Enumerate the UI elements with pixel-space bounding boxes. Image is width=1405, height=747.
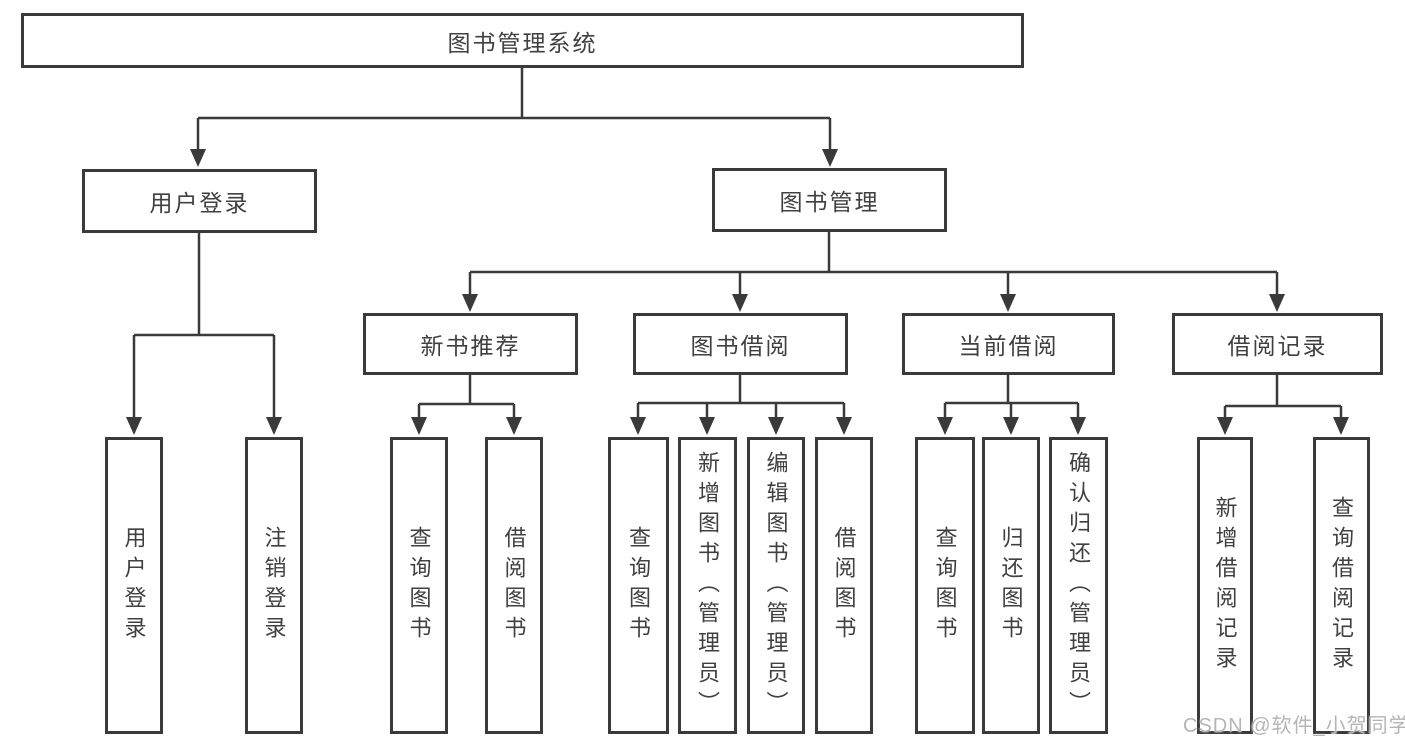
node-borrowing-records: 借阅记录: [1172, 313, 1383, 375]
node-label: 归还图书: [998, 525, 1024, 646]
leaf-return-books: 归还图书: [982, 437, 1040, 734]
node-label: 注销登录: [261, 525, 287, 646]
node-library-system: 图书管理系统: [21, 13, 1024, 68]
leaf-edit-books-admin: 编辑图书（管理员）: [747, 437, 805, 734]
arrowhead-icon: [506, 417, 522, 435]
node-label: 新书推荐: [420, 333, 521, 359]
node-label: 借阅图书: [501, 525, 527, 646]
node-label: 编辑图书（管理员）: [763, 450, 789, 721]
leaf-add-borrowing-record: 新增借阅记录: [1197, 437, 1253, 734]
node-label: 图书管理: [779, 189, 880, 215]
leaf-confirm-return-admin: 确认归还（管理员）: [1049, 437, 1108, 734]
node-label: 查询借阅记录: [1329, 495, 1355, 676]
leaf-query-books-current: 查询图书: [915, 437, 975, 734]
arrowhead-icon: [630, 417, 646, 435]
node-book-management: 图书管理: [712, 168, 947, 232]
leaf-logout: 注销登录: [245, 437, 303, 734]
arrowhead-icon: [411, 417, 427, 435]
node-label: 借阅记录: [1227, 333, 1328, 359]
arrowhead-icon: [822, 149, 838, 167]
arrowhead-icon: [1269, 294, 1285, 312]
arrowhead-icon: [1003, 417, 1019, 435]
node-label: 查询图书: [932, 525, 958, 646]
arrowhead-icon: [836, 417, 852, 435]
leaf-add-books-admin: 新增图书（管理员）: [678, 437, 737, 734]
node-user-login: 用户登录: [82, 169, 317, 233]
node-label: 新增借阅记录: [1212, 495, 1238, 676]
arrowheads: [126, 149, 1349, 435]
node-label: 用户登录: [149, 190, 250, 216]
leaf-user-login: 用户登录: [105, 437, 163, 734]
leaf-query-books-recommend: 查询图书: [390, 437, 448, 734]
node-label: 确认归还（管理员）: [1066, 450, 1092, 721]
connector-book-borrowing-to-leaves: [636, 375, 846, 419]
watermark: CSDN @软件_小贺同学: [1183, 715, 1405, 737]
arrowhead-icon: [266, 417, 282, 435]
arrowhead-icon: [768, 417, 784, 435]
node-label: 当前借阅: [958, 333, 1059, 359]
arrowhead-icon: [732, 294, 748, 312]
node-label: 新增图书（管理员）: [695, 450, 721, 721]
connector-new-book-recommendation-to-leaves: [417, 375, 516, 419]
node-current-borrowing: 当前借阅: [902, 313, 1115, 375]
node-book-borrowing: 图书借阅: [633, 313, 848, 375]
arrowhead-icon: [190, 149, 206, 167]
node-new-book-recommendation: 新书推荐: [363, 313, 578, 375]
connector-root-to-level2: [196, 68, 832, 151]
arrowhead-icon: [1333, 417, 1349, 435]
leaf-query-books-borrowing: 查询图书: [608, 437, 669, 734]
arrowhead-icon: [1070, 417, 1086, 435]
leaf-query-borrowing-record: 查询借阅记录: [1313, 437, 1370, 734]
arrowhead-icon: [937, 417, 953, 435]
node-label: 用户登录: [121, 525, 147, 646]
node-label: 图书管理系统: [447, 29, 598, 56]
arrowhead-icon: [1217, 417, 1233, 435]
node-label: 图书借阅: [690, 333, 791, 359]
leaf-borrow-books-borrowing: 借阅图书: [815, 437, 873, 734]
arrowhead-icon: [699, 417, 715, 435]
connector-lines: [132, 68, 1343, 419]
node-label: 借阅图书: [831, 525, 857, 646]
node-label: 查询图书: [406, 525, 432, 646]
connector-borrowing-records-to-leaves: [1223, 375, 1343, 419]
arrowhead-icon: [462, 294, 478, 312]
connector-current-borrowing-to-leaves: [943, 375, 1080, 419]
leaf-borrow-books-recommend: 借阅图书: [485, 437, 543, 734]
connector-user-login-to-leaves: [132, 233, 276, 419]
arrowhead-icon: [1000, 294, 1016, 312]
node-label: 查询图书: [626, 525, 652, 646]
connector-book-management-to-level3: [468, 232, 1279, 296]
arrowhead-icon: [126, 417, 142, 435]
